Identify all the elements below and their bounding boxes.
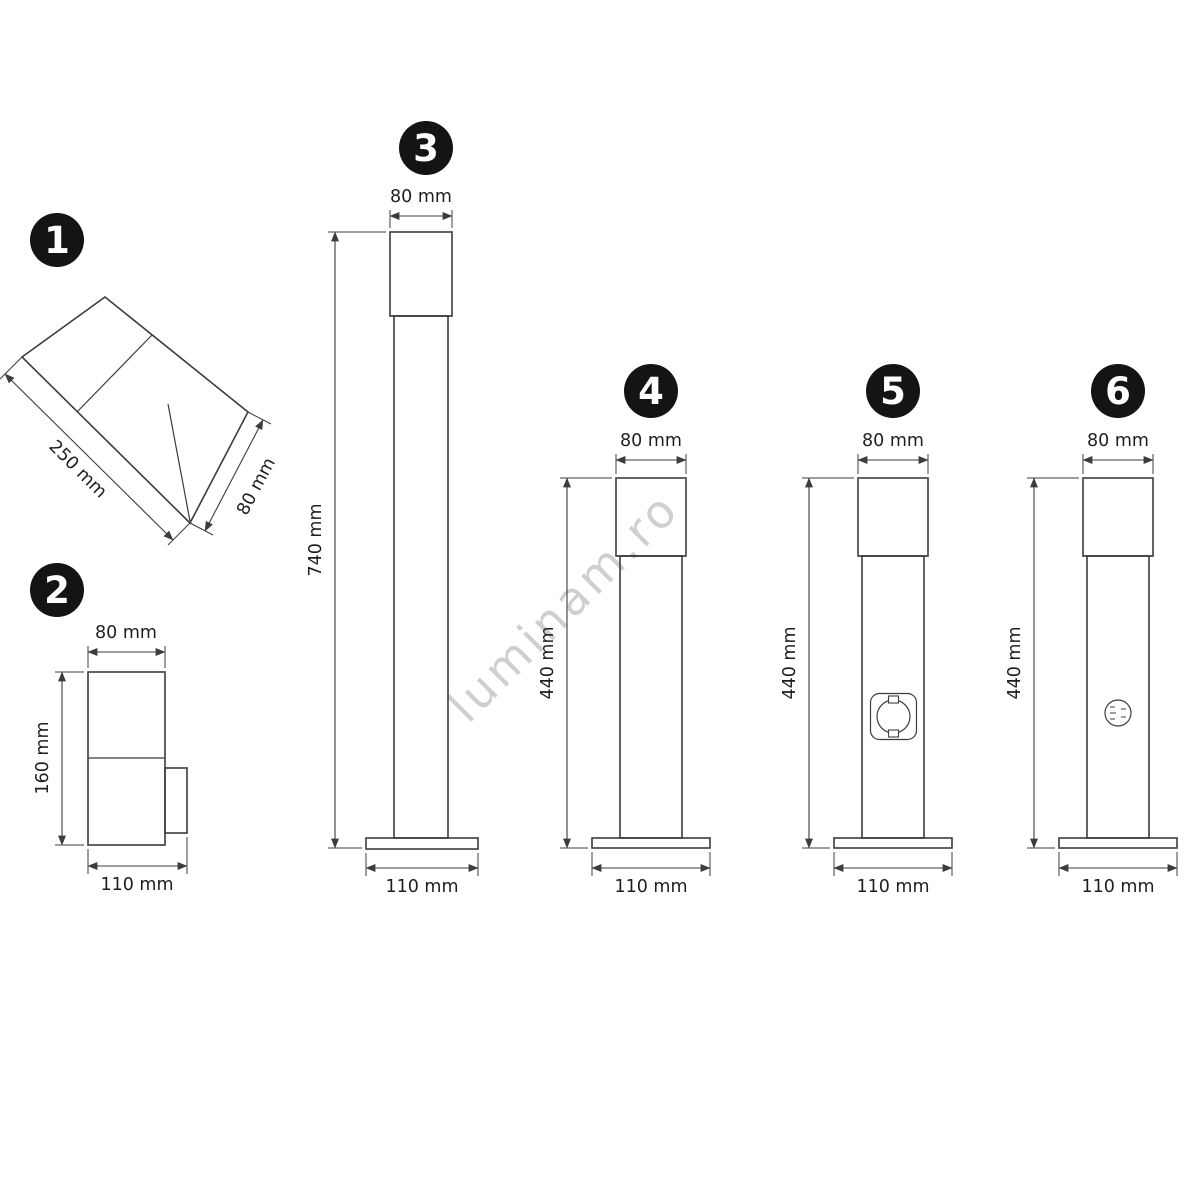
watermark: luminam.ro	[438, 481, 690, 733]
item-2-badge	[30, 563, 84, 617]
bollard-3-base-label: 110 mm	[385, 877, 458, 897]
lamp-1-length-ext-2	[167, 522, 191, 546]
item-4-badge	[624, 364, 678, 418]
bollard-3-height-label: 740 mm	[306, 503, 326, 576]
lamp-1-length-ext-1	[0, 356, 23, 380]
bollard-5-base-plate	[833, 837, 953, 849]
bollard-3-group: 3 80 mm 740 mm 110 mm	[306, 121, 479, 897]
power-socket-outline	[869, 692, 918, 741]
bollard-3-post	[393, 315, 449, 839]
bollard-6-height-label: 440 mm	[1005, 626, 1025, 699]
item-1-badge-number: 1	[44, 219, 70, 262]
bollard-3-top-label: 80 mm	[390, 187, 452, 207]
bollard-5-height-label: 440 mm	[780, 626, 800, 699]
item-1-badge	[30, 213, 84, 267]
lamp-1-width-ext-1	[189, 522, 214, 536]
bollard-4-group: 4 80 mm 440 mm 110 mm	[538, 364, 711, 897]
bollard-4-post	[619, 555, 683, 839]
power-socket-notch-bottom	[887, 729, 900, 738]
lamp-1-width-dim-line	[204, 419, 264, 532]
power-socket-notch-top	[887, 695, 900, 704]
lamp-1-divider-line	[76, 334, 153, 413]
item-6-badge	[1091, 364, 1145, 418]
item-3-badge-number: 3	[413, 127, 439, 170]
lamp-2-wall-mount	[164, 767, 188, 834]
lamp-2-base-label: 110 mm	[100, 875, 173, 895]
item-3-badge	[399, 121, 453, 175]
bollard-4-base-plate	[591, 837, 711, 849]
bollard-3-base-plate	[365, 837, 479, 850]
bollard-4-top-label: 80 mm	[620, 431, 682, 451]
item-6-badge-number: 6	[1105, 370, 1131, 413]
lamp-2-group: 2 80 mm 160 mm 110 mm	[30, 563, 188, 895]
lamp-1-group: 1 250 mm 80 mm	[0, 213, 280, 546]
lamp-2-height-label: 160 mm	[33, 721, 53, 794]
bollard-4-height-label: 440 mm	[538, 626, 558, 699]
lamp-1-length-dim-line	[4, 373, 174, 541]
bollard-6-head	[1082, 477, 1154, 557]
bollard-6-post	[1086, 555, 1150, 839]
bollard-5-head	[857, 477, 929, 557]
bollard-6-base-plate	[1058, 837, 1178, 849]
power-socket-circle	[876, 699, 911, 734]
item-5-badge	[866, 364, 920, 418]
bollard-6-base-label: 110 mm	[1081, 877, 1154, 897]
lamp-1-length-label: 250 mm	[45, 437, 111, 503]
bollard-5-base-label: 110 mm	[856, 877, 929, 897]
bollard-3-head	[389, 231, 453, 317]
bollard-5-top-label: 80 mm	[862, 431, 924, 451]
bollard-6-group: 6 80 mm 440 mm 110 mm	[1005, 364, 1178, 897]
item-4-badge-number: 4	[638, 370, 664, 413]
item-2-badge-number: 2	[44, 569, 70, 612]
lamp-1-body-outline	[20, 295, 250, 525]
bollard-4-base-label: 110 mm	[614, 877, 687, 897]
item-5-badge-number: 5	[880, 370, 906, 413]
bollard-5-group: 5 80 mm 440 mm 110 mm	[780, 364, 953, 897]
bollard-6-top-label: 80 mm	[1087, 431, 1149, 451]
lamp-1-width-ext-2	[247, 411, 272, 425]
lamp-2-top-label: 80 mm	[95, 623, 157, 643]
sensor-circle	[1104, 699, 1132, 727]
